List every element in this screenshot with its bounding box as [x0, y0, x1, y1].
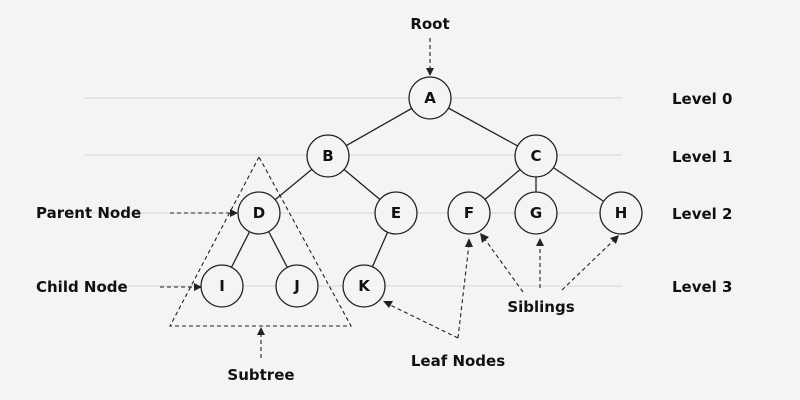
parent-node-label: Parent Node — [36, 204, 141, 222]
node-f: F — [447, 191, 491, 235]
node-j-label: J — [293, 277, 300, 295]
node-e: E — [374, 191, 418, 235]
siblings-arrowhead-g — [536, 238, 544, 246]
node-k-label: K — [358, 277, 371, 295]
child-node-arrowhead — [194, 283, 202, 291]
node-k: K — [342, 264, 386, 308]
siblings-label: Siblings — [507, 298, 574, 316]
level-1-label: Level 1 — [672, 148, 732, 166]
level-3-label: Level 3 — [672, 278, 732, 296]
level-0-label: Level 0 — [672, 90, 732, 108]
parent-node-arrowhead — [230, 209, 238, 217]
child-node-label: Child Node — [36, 278, 128, 296]
node-f-label: F — [464, 204, 474, 222]
node-d-label: D — [253, 204, 265, 222]
node-c-label: C — [530, 147, 541, 165]
siblings-arrow-h — [561, 239, 615, 291]
node-b-label: B — [322, 147, 333, 165]
subtree-outline — [169, 155, 352, 327]
leaf-nodes-label: Leaf Nodes — [411, 352, 505, 370]
node-b: B — [306, 134, 350, 178]
subtree-arrowhead — [257, 327, 265, 335]
siblings-arrow-f — [483, 237, 524, 293]
node-g: G — [514, 191, 558, 235]
subtree-label: Subtree — [227, 366, 294, 384]
leaf-arrow-f — [457, 243, 470, 339]
leaf-arrowhead-k — [383, 301, 393, 308]
leaf-arrow-k — [387, 303, 459, 339]
node-a-label: A — [424, 89, 436, 107]
node-a: A — [408, 76, 452, 120]
node-i-label: I — [219, 277, 225, 295]
node-c: C — [514, 134, 558, 178]
node-d: D — [237, 191, 281, 235]
level-2-label: Level 2 — [672, 205, 732, 223]
node-h-label: H — [615, 204, 628, 222]
node-i: I — [200, 264, 244, 308]
root-arrowhead — [426, 68, 434, 76]
node-e-label: E — [391, 204, 401, 222]
node-g-label: G — [530, 204, 542, 222]
node-j: J — [275, 264, 319, 308]
siblings-arrowhead-f — [480, 233, 489, 243]
leaf-arrowhead-f — [465, 238, 473, 247]
node-h: H — [599, 191, 643, 235]
root-label: Root — [410, 15, 449, 33]
siblings-arrowhead-h — [610, 235, 619, 244]
